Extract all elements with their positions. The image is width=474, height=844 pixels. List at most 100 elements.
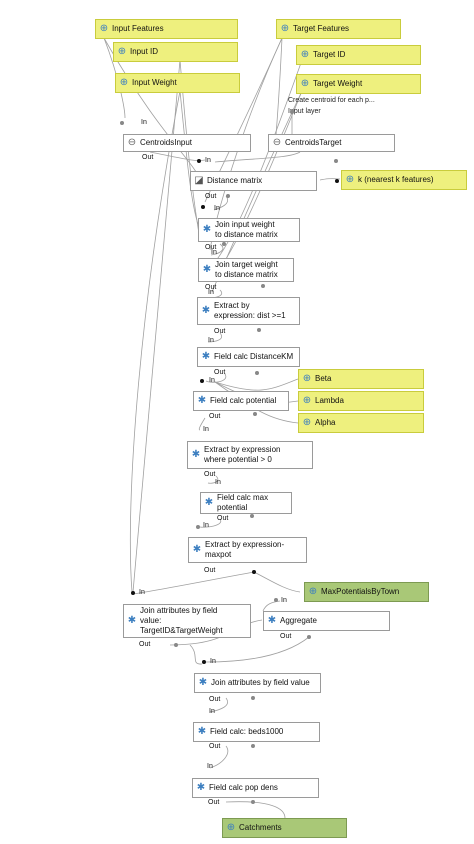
connector-dot[interactable] <box>334 159 338 163</box>
connector-dot[interactable] <box>201 205 205 209</box>
field-calc-max-node[interactable]: ✱ Field calc max potential <box>200 492 292 514</box>
field-calc-distkm-node[interactable]: ✱ Field calc DistanceKM <box>197 347 300 367</box>
distance-matrix-in-port[interactable]: In <box>205 157 211 164</box>
join-target-in-port[interactable]: In <box>211 249 217 256</box>
output-plus-icon: ⊕ <box>308 586 318 597</box>
output-plus-icon: ⊕ <box>226 822 236 833</box>
connector-dot[interactable] <box>222 242 226 246</box>
input-weight-label: Input Weight <box>132 78 177 87</box>
extract-maxpot-node[interactable]: ✱ Extract by expression- maxpot <box>188 537 307 563</box>
field-calc-distkm-in-port[interactable]: In <box>208 337 214 344</box>
extract-maxpot-in-port[interactable]: In <box>203 522 209 529</box>
join-input-weight-node[interactable]: ✱ Join input weight to distance matrix <box>198 218 300 242</box>
connector-dot[interactable] <box>251 696 255 700</box>
centroids-input-in-port[interactable]: In <box>141 119 147 126</box>
connector-dot[interactable] <box>261 284 265 288</box>
aggregate-label: Aggregate <box>280 616 317 625</box>
link-pop-catch <box>225 801 286 819</box>
extract-potential-node[interactable]: ✱ Extract by expression where potential … <box>187 441 313 469</box>
distance-matrix-icon: ◪ <box>194 175 204 186</box>
field-calc-potential-node[interactable]: ✱ Field calc potential <box>193 391 289 411</box>
field-calc-potential-in-port[interactable]: In <box>209 377 215 384</box>
distance-matrix-node[interactable]: ◪ Distance matrix <box>190 171 317 191</box>
alpha-node[interactable]: ⊕ Alpha <box>298 413 424 433</box>
max-potentials-output-node[interactable]: ⊕ MaxPotentialsByTown <box>304 582 429 602</box>
field-calc-distkm-out-port[interactable]: Out <box>214 369 226 376</box>
centroid-tool-icon: ⊖ <box>127 137 137 148</box>
connector-dot[interactable] <box>290 110 294 114</box>
extract-dist-in-port[interactable]: In <box>208 289 214 296</box>
connector-dot[interactable] <box>250 514 254 518</box>
field-calc-beds-out-port[interactable]: Out <box>209 743 221 750</box>
aggregate-node[interactable]: ✱ Aggregate <box>263 611 390 631</box>
connector-dot[interactable] <box>197 159 201 163</box>
connector-dot[interactable] <box>252 570 256 574</box>
centroids-input-out-port[interactable]: Out <box>142 154 154 161</box>
extract-potential-out-port[interactable]: Out <box>204 471 216 478</box>
connector-dot[interactable] <box>307 635 311 639</box>
connector-dot[interactable] <box>196 525 200 529</box>
connector-dot[interactable] <box>335 179 339 183</box>
field-calc-popdens-in-port[interactable]: In <box>207 763 213 770</box>
lambda-node[interactable]: ⊕ Lambda <box>298 391 424 411</box>
connector-dot[interactable] <box>251 800 255 804</box>
field-calc-popdens-out-port[interactable]: Out <box>208 799 220 806</box>
connector-dot[interactable] <box>131 591 135 595</box>
aggregate-in-port[interactable]: In <box>281 597 287 604</box>
parameter-plus-icon: ⊕ <box>302 417 312 428</box>
join-attributes-out-port[interactable]: Out <box>209 696 221 703</box>
field-calc-potential-out-port[interactable]: Out <box>209 413 221 420</box>
target-weight-node[interactable]: ⊕ Target Weight <box>296 74 421 94</box>
parameter-plus-icon: ⊕ <box>119 77 129 88</box>
join-target-weight-node[interactable]: ✱ Join target weight to distance matrix <box>198 258 294 282</box>
beta-node[interactable]: ⊕ Beta <box>298 369 424 389</box>
centroids-target-node[interactable]: ⊖ CentroidsTarget <box>268 134 395 152</box>
join-target-out-port[interactable]: Out <box>205 284 217 291</box>
target-id-node[interactable]: ⊕ Target ID <box>296 45 421 65</box>
extract-potential-in-port[interactable]: In <box>203 426 209 433</box>
input-weight-node[interactable]: ⊕ Input Weight <box>115 73 240 93</box>
join-input-out-port[interactable]: Out <box>205 244 217 251</box>
gear-icon: ✱ <box>202 264 212 275</box>
aggregate-out-port[interactable]: Out <box>280 633 292 640</box>
extract-maxpot-out-port[interactable]: Out <box>204 567 216 574</box>
field-calc-popdens-node[interactable]: ✱ Field calc pop dens <box>192 778 319 798</box>
join-attributes-field-in-port[interactable]: In <box>139 589 145 596</box>
connector-dot[interactable] <box>255 371 259 375</box>
connector-dot[interactable] <box>202 660 206 664</box>
field-calc-beds-node[interactable]: ✱ Field calc: beds1000 <box>193 722 320 742</box>
centroids-input-node[interactable]: ⊖ CentroidsInput <box>123 134 251 152</box>
connector-dot[interactable] <box>120 121 124 125</box>
connector-dot[interactable] <box>226 194 230 198</box>
catchments-output-node[interactable]: ⊕ Catchments <box>222 818 347 838</box>
join-attributes-in-port[interactable]: In <box>210 658 216 665</box>
field-calc-beds-in-port[interactable]: In <box>209 708 215 715</box>
parameter-plus-icon: ⊕ <box>345 174 355 185</box>
join-attributes-field-out-port[interactable]: Out <box>139 641 151 648</box>
field-calc-max-out-port[interactable]: Out <box>217 515 229 522</box>
connector-dot[interactable] <box>274 598 278 602</box>
gear-icon: ✱ <box>192 544 202 555</box>
join-attributes-field-node[interactable]: ✱ Join attributes by field value: Target… <box>123 604 251 638</box>
connector-dot[interactable] <box>174 643 178 647</box>
extract-potential-label: Extract by expression where potential > … <box>204 445 281 464</box>
k-node[interactable]: ⊕ k (nearest k features) <box>341 170 467 190</box>
input-id-node[interactable]: ⊕ Input ID <box>113 42 238 62</box>
connector-dot[interactable] <box>257 328 261 332</box>
connector-dot[interactable] <box>251 744 255 748</box>
join-input-weight-label: Join input weight to distance matrix <box>215 220 278 239</box>
extract-dist-node[interactable]: ✱ Extract by expression: dist >=1 <box>197 297 300 325</box>
target-id-label: Target ID <box>313 50 346 59</box>
distance-matrix-out-port[interactable]: Out <box>205 193 217 200</box>
link-joinfield-join2 <box>189 644 203 665</box>
join-input-in-port[interactable]: In <box>214 205 220 212</box>
field-calc-distkm-label: Field calc DistanceKM <box>214 352 294 361</box>
join-attributes-node[interactable]: ✱ Join attributes by field value <box>194 673 321 693</box>
link-alpha-pot <box>214 381 299 424</box>
target-features-node[interactable]: ⊕ Target Features <box>276 19 401 39</box>
field-calc-max-in-port[interactable]: In <box>215 479 221 486</box>
connector-dot[interactable] <box>200 379 204 383</box>
connector-dot[interactable] <box>253 412 257 416</box>
extract-dist-out-port[interactable]: Out <box>214 328 226 335</box>
input-features-node[interactable]: ⊕ Input Features <box>95 19 238 39</box>
